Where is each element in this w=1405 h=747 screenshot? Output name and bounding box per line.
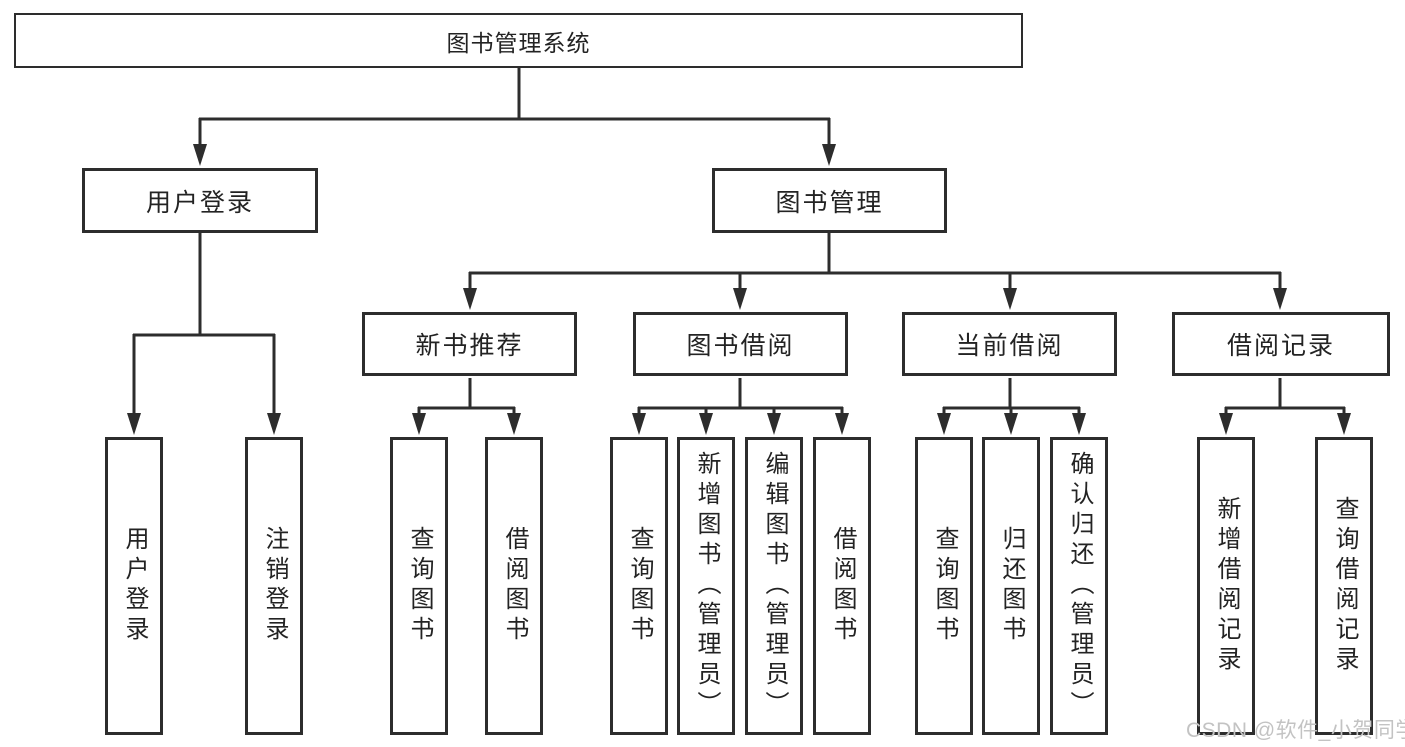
node-label: 新增借阅记录 (1213, 496, 1240, 676)
node-label: 图书管理系统 (446, 29, 591, 56)
node-label: 注销登录 (261, 526, 288, 646)
arrowheads (127, 144, 1351, 435)
leaf-return-books: 归还图书 (982, 437, 1040, 735)
leaf-query-books-current: 查询图书 (915, 437, 973, 735)
node-current-borrowing: 当前借阅 (902, 312, 1117, 376)
node-library-system: 图书管理系统 (14, 13, 1023, 68)
node-label: 确认归还（管理员） (1066, 451, 1093, 721)
node-label: 查询图书 (626, 526, 653, 646)
node-label: 查询图书 (931, 526, 958, 646)
leaf-query-books-borrow: 查询图书 (610, 437, 668, 735)
node-borrowing-records: 借阅记录 (1172, 312, 1390, 376)
leaf-add-books-admin: 新增图书（管理员） (677, 437, 735, 735)
leaf-add-borrow-record: 新增借阅记录 (1197, 437, 1255, 735)
node-label: 编辑图书（管理员） (761, 451, 788, 721)
node-label: 用户登录 (145, 188, 254, 217)
node-label: 用户登录 (121, 526, 148, 646)
leaf-query-borrow-record: 查询借阅记录 (1315, 437, 1373, 735)
node-label: 查询图书 (406, 526, 433, 646)
leaf-confirm-return-admin: 确认归还（管理员） (1050, 437, 1108, 735)
node-new-book-recommendation: 新书推荐 (362, 312, 577, 376)
leaf-query-books-recommend: 查询图书 (390, 437, 448, 735)
leaf-logout: 注销登录 (245, 437, 303, 735)
node-label: 借阅图书 (829, 526, 856, 646)
node-label: 图书借阅 (686, 332, 795, 360)
node-label: 归还图书 (998, 526, 1025, 646)
leaf-user-login: 用户登录 (105, 437, 163, 735)
node-label: 新书推荐 (415, 332, 524, 360)
node-user-login: 用户登录 (82, 168, 318, 233)
leaf-borrow-books-recommend: 借阅图书 (485, 437, 543, 735)
node-book-borrowing: 图书借阅 (633, 312, 848, 376)
watermark: CSDN @软件_小贺同学 (1186, 719, 1405, 742)
node-label: 查询借阅记录 (1331, 496, 1358, 676)
node-label: 借阅图书 (501, 526, 528, 646)
node-label: 新增图书（管理员） (693, 451, 720, 721)
node-label: 当前借阅 (955, 332, 1064, 360)
leaf-edit-books-admin: 编辑图书（管理员） (745, 437, 803, 735)
leaf-borrow-books: 借阅图书 (813, 437, 871, 735)
node-book-management: 图书管理 (712, 168, 947, 233)
node-label: 借阅记录 (1226, 332, 1335, 360)
node-label: 图书管理 (775, 188, 884, 217)
